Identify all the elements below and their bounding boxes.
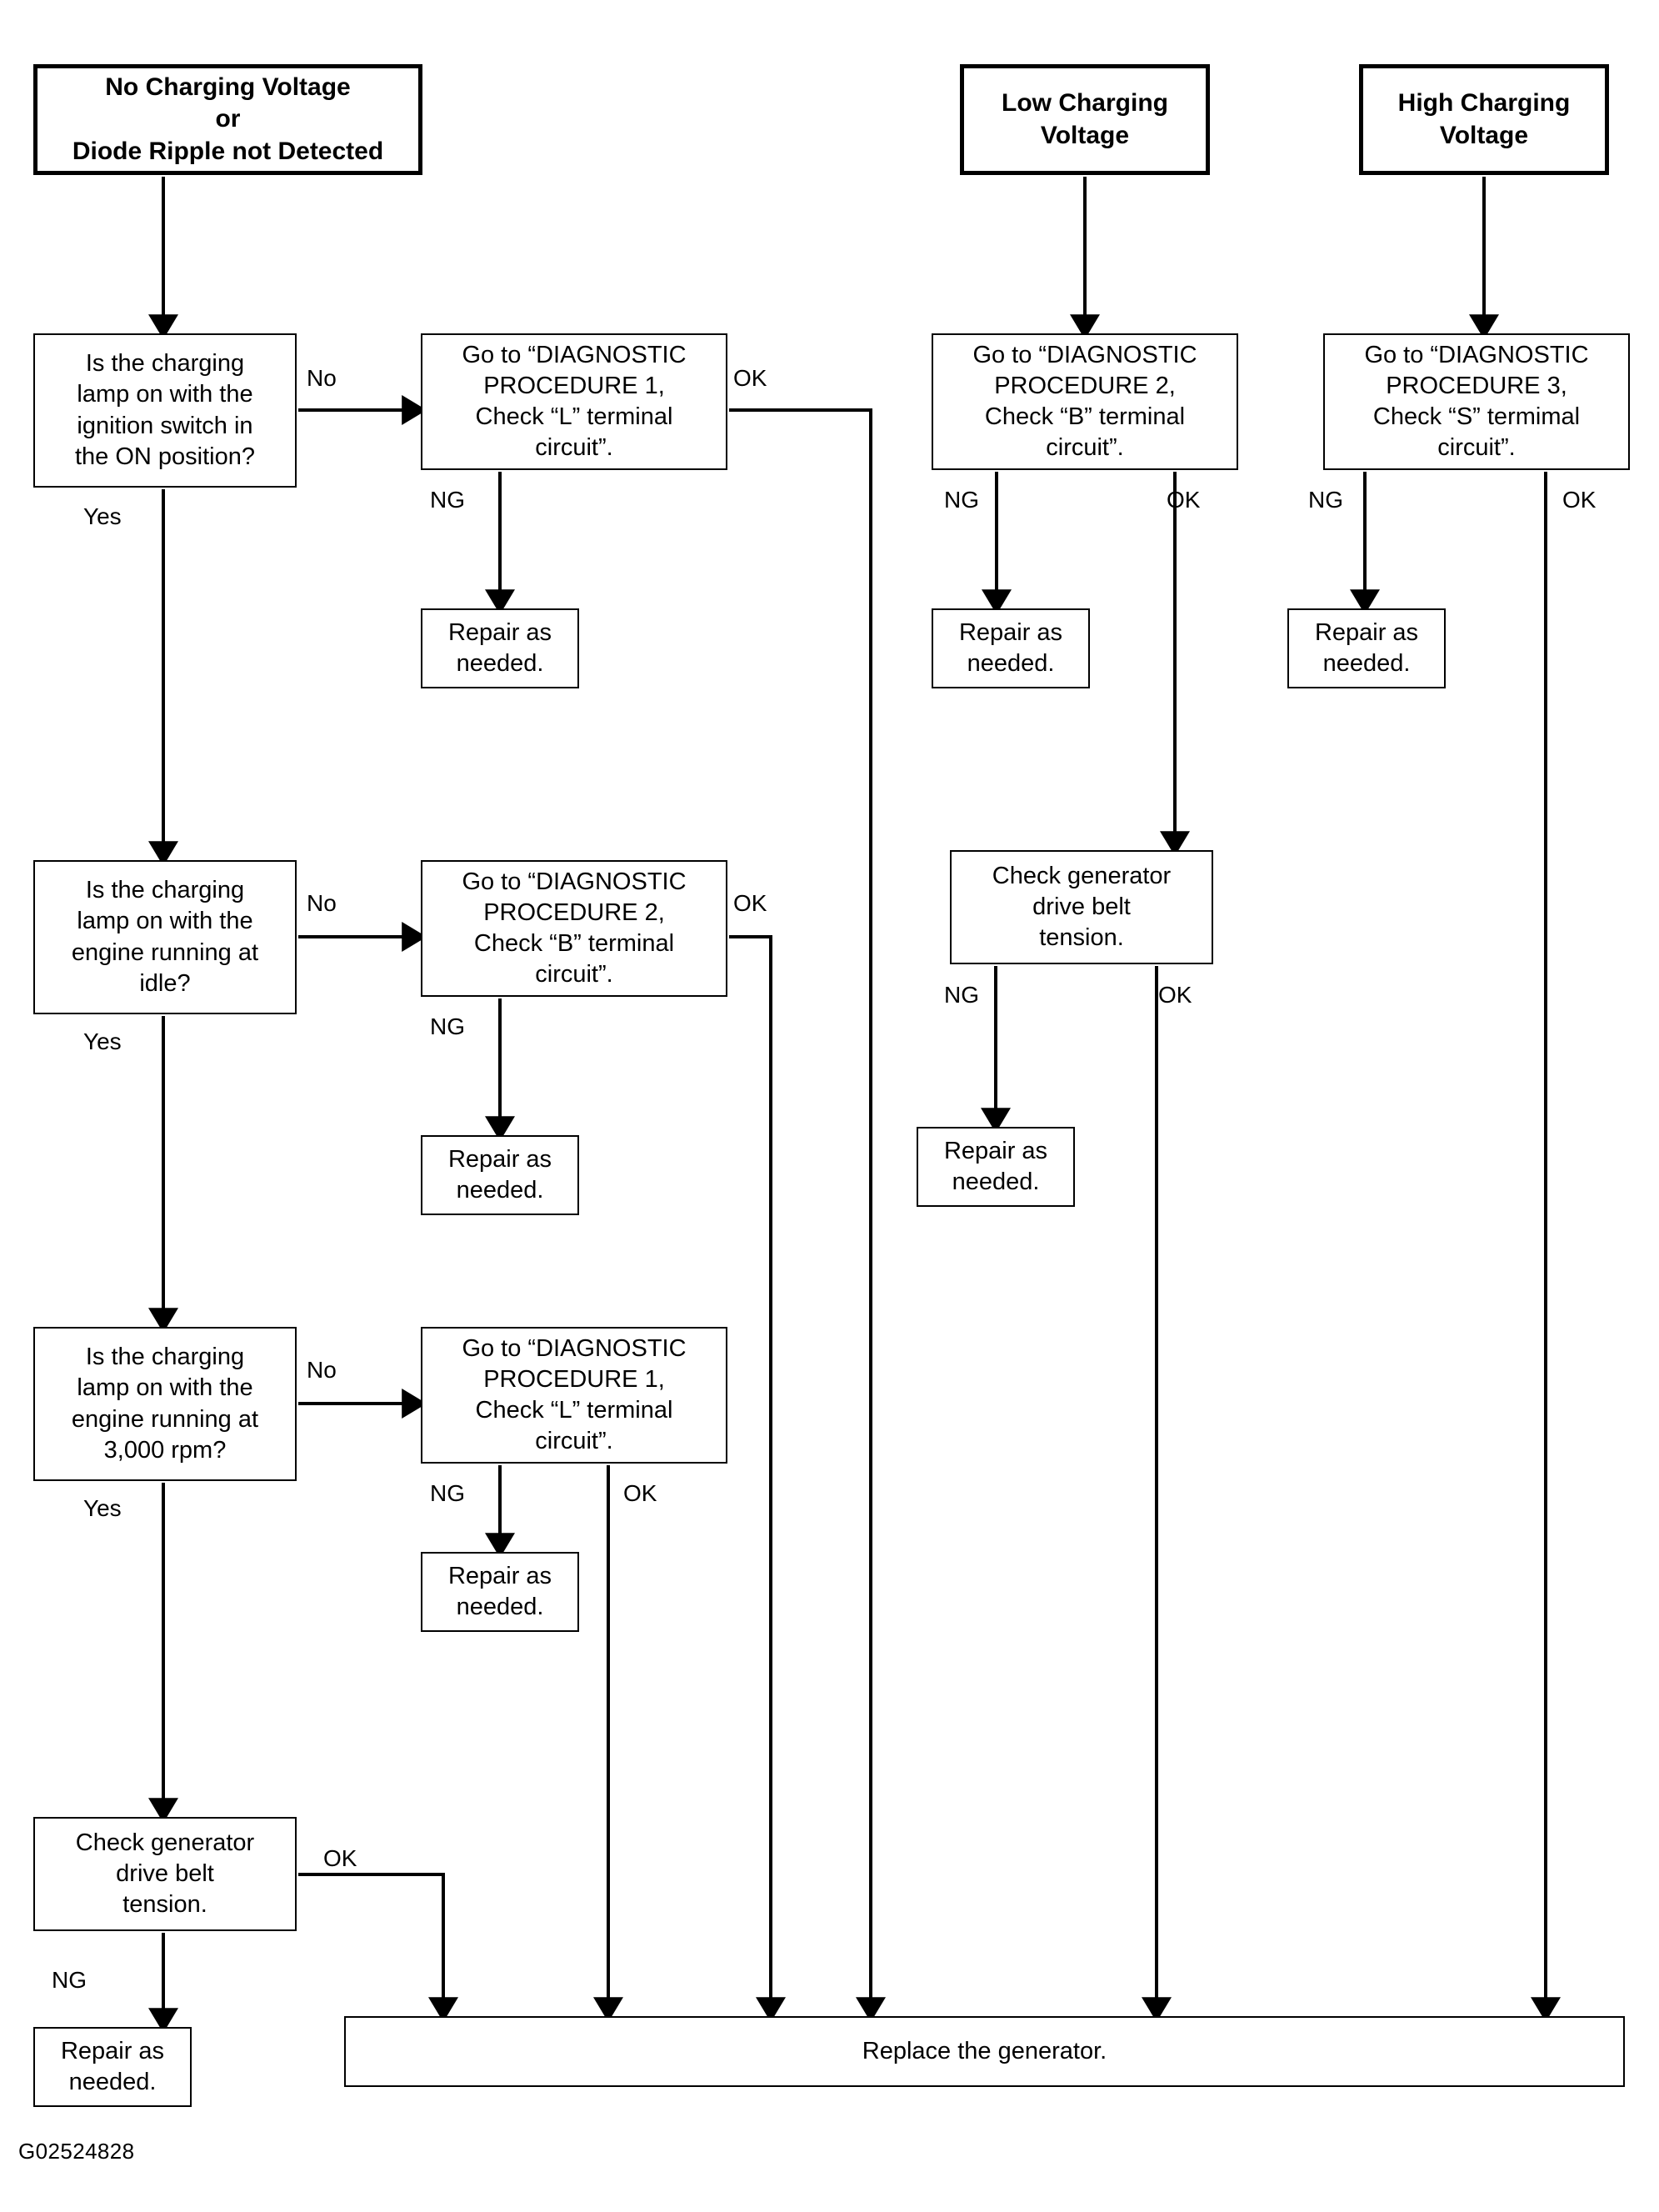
process-node-diagnostic-procedure-1-left-bottom-label: Go to “DIAGNOSTIC PROCEDURE 1, Check “L”… bbox=[462, 1334, 687, 1455]
process-node-diagnostic-procedure-1-left-top-label: Go to “DIAGNOSTIC PROCEDURE 1, Check “L”… bbox=[462, 341, 687, 462]
process-node-diagnostic-procedure-2-middle: Go to “DIAGNOSTIC PROCEDURE 2, Check “B”… bbox=[932, 333, 1238, 470]
edge-label-ok: OK bbox=[1167, 487, 1201, 513]
edge-label-ng: NG bbox=[944, 982, 979, 1008]
terminal-node-repair-as-needed-bottom-left-label: Repair as needed. bbox=[60, 2037, 165, 2095]
edge-label-ok: OK bbox=[323, 1845, 357, 1871]
start-node-low-charging-voltage: Low Charging Voltage bbox=[960, 64, 1210, 175]
terminal-node-repair-as-needed-bottom-left: Repair as needed. bbox=[33, 2027, 192, 2107]
decision-node-charging-lamp-idle: Is the charging lamp on with the engine … bbox=[33, 860, 297, 1014]
edge-label-ok: OK bbox=[1562, 487, 1597, 513]
start-node-low-charging-voltage-label: Low Charging Voltage bbox=[1002, 89, 1168, 149]
decision-node-charging-lamp-ignition-on-label: Is the charging lamp on with the ignitio… bbox=[74, 350, 255, 470]
edge-label-ng: NG bbox=[430, 1480, 465, 1506]
edge-label-ng: NG bbox=[430, 1013, 465, 1039]
terminal-node-repair-as-needed-middle-2: Repair as needed. bbox=[917, 1127, 1075, 1207]
edge-label-ng: NG bbox=[430, 487, 465, 513]
edge-label-ng: NG bbox=[944, 487, 979, 513]
process-node-check-belt-tension-left: Check generator drive belt tension. bbox=[33, 1817, 297, 1931]
edge-label-no: No bbox=[307, 1357, 337, 1383]
terminal-node-repair-as-needed-left-1-label: Repair as needed. bbox=[447, 618, 552, 677]
start-node-no-charging-voltage-label: No Charging Voltage or Diode Ripple not … bbox=[72, 73, 384, 165]
edge-procl2-ok bbox=[729, 935, 786, 2023]
process-node-check-belt-tension-left-label: Check generator drive belt tension. bbox=[75, 1829, 255, 1919]
decision-node-charging-lamp-3000rpm: Is the charging lamp on with the engine … bbox=[33, 1327, 297, 1481]
terminal-node-repair-as-needed-left-3-label: Repair as needed. bbox=[447, 1562, 552, 1620]
terminal-node-repair-as-needed-left-2: Repair as needed. bbox=[421, 1135, 579, 1215]
start-node-high-charging-voltage-label: High Charging Voltage bbox=[1397, 89, 1571, 149]
process-node-check-belt-tension-middle: Check generator drive belt tension. bbox=[950, 850, 1213, 964]
figure-id-label: G02524828 bbox=[18, 2139, 135, 2164]
start-node-no-charging-voltage: No Charging Voltage or Diode Ripple not … bbox=[33, 64, 422, 175]
terminal-node-repair-as-needed-right-1-label: Repair as needed. bbox=[1314, 618, 1419, 677]
terminal-node-repair-as-needed-left-3: Repair as needed. bbox=[421, 1552, 579, 1632]
process-node-diagnostic-procedure-3-right: Go to “DIAGNOSTIC PROCEDURE 3, Check “S”… bbox=[1323, 333, 1630, 470]
terminal-node-repair-as-needed-middle-1: Repair as needed. bbox=[932, 608, 1090, 688]
edge-label-yes: Yes bbox=[83, 1028, 122, 1054]
terminal-node-repair-as-needed-middle-1-label: Repair as needed. bbox=[958, 618, 1063, 677]
terminal-node-repair-as-needed-middle-2-label: Repair as needed. bbox=[943, 1137, 1048, 1195]
edge-label-yes: Yes bbox=[83, 503, 122, 529]
edge-label-yes: Yes bbox=[83, 1495, 122, 1521]
process-node-diagnostic-procedure-3-right-label: Go to “DIAGNOSTIC PROCEDURE 3, Check “S”… bbox=[1364, 341, 1589, 462]
process-node-diagnostic-procedure-2-left-mid-label: Go to “DIAGNOSTIC PROCEDURE 2, Check “B”… bbox=[462, 868, 687, 988]
terminal-node-replace-the-generator: Replace the generator. bbox=[344, 2016, 1625, 2087]
edge-label-no: No bbox=[307, 365, 337, 391]
process-node-diagnostic-procedure-2-left-mid: Go to “DIAGNOSTIC PROCEDURE 2, Check “B”… bbox=[421, 860, 727, 997]
terminal-node-repair-as-needed-right-1: Repair as needed. bbox=[1287, 608, 1446, 688]
edge-label-ok: OK bbox=[1158, 982, 1192, 1008]
process-node-diagnostic-procedure-1-left-bottom: Go to “DIAGNOSTIC PROCEDURE 1, Check “L”… bbox=[421, 1327, 727, 1464]
edge-belt-left-ok bbox=[298, 1873, 458, 2023]
decision-node-charging-lamp-ignition-on: Is the charging lamp on with the ignitio… bbox=[33, 333, 297, 488]
terminal-node-repair-as-needed-left-1: Repair as needed. bbox=[421, 608, 579, 688]
process-node-diagnostic-procedure-1-left-top: Go to “DIAGNOSTIC PROCEDURE 1, Check “L”… bbox=[421, 333, 727, 470]
process-node-check-belt-tension-middle-label: Check generator drive belt tension. bbox=[992, 862, 1172, 952]
edge-label-ok: OK bbox=[623, 1480, 657, 1506]
edge-label-ok: OK bbox=[733, 890, 767, 916]
decision-node-charging-lamp-3000rpm-label: Is the charging lamp on with the engine … bbox=[71, 1344, 259, 1464]
terminal-node-replace-the-generator-label: Replace the generator. bbox=[862, 2037, 1107, 2064]
edge-procl1-ok bbox=[729, 408, 886, 2023]
start-node-high-charging-voltage: High Charging Voltage bbox=[1359, 64, 1609, 175]
terminal-node-repair-as-needed-left-2-label: Repair as needed. bbox=[447, 1145, 552, 1204]
edge-label-ok: OK bbox=[733, 365, 767, 391]
process-node-diagnostic-procedure-2-middle-label: Go to “DIAGNOSTIC PROCEDURE 2, Check “B”… bbox=[972, 341, 1197, 462]
edge-label-ng: NG bbox=[52, 1967, 87, 1993]
decision-node-charging-lamp-idle-label: Is the charging lamp on with the engine … bbox=[71, 877, 259, 997]
edge-label-no: No bbox=[307, 890, 337, 916]
edge-label-ng: NG bbox=[1308, 487, 1343, 513]
